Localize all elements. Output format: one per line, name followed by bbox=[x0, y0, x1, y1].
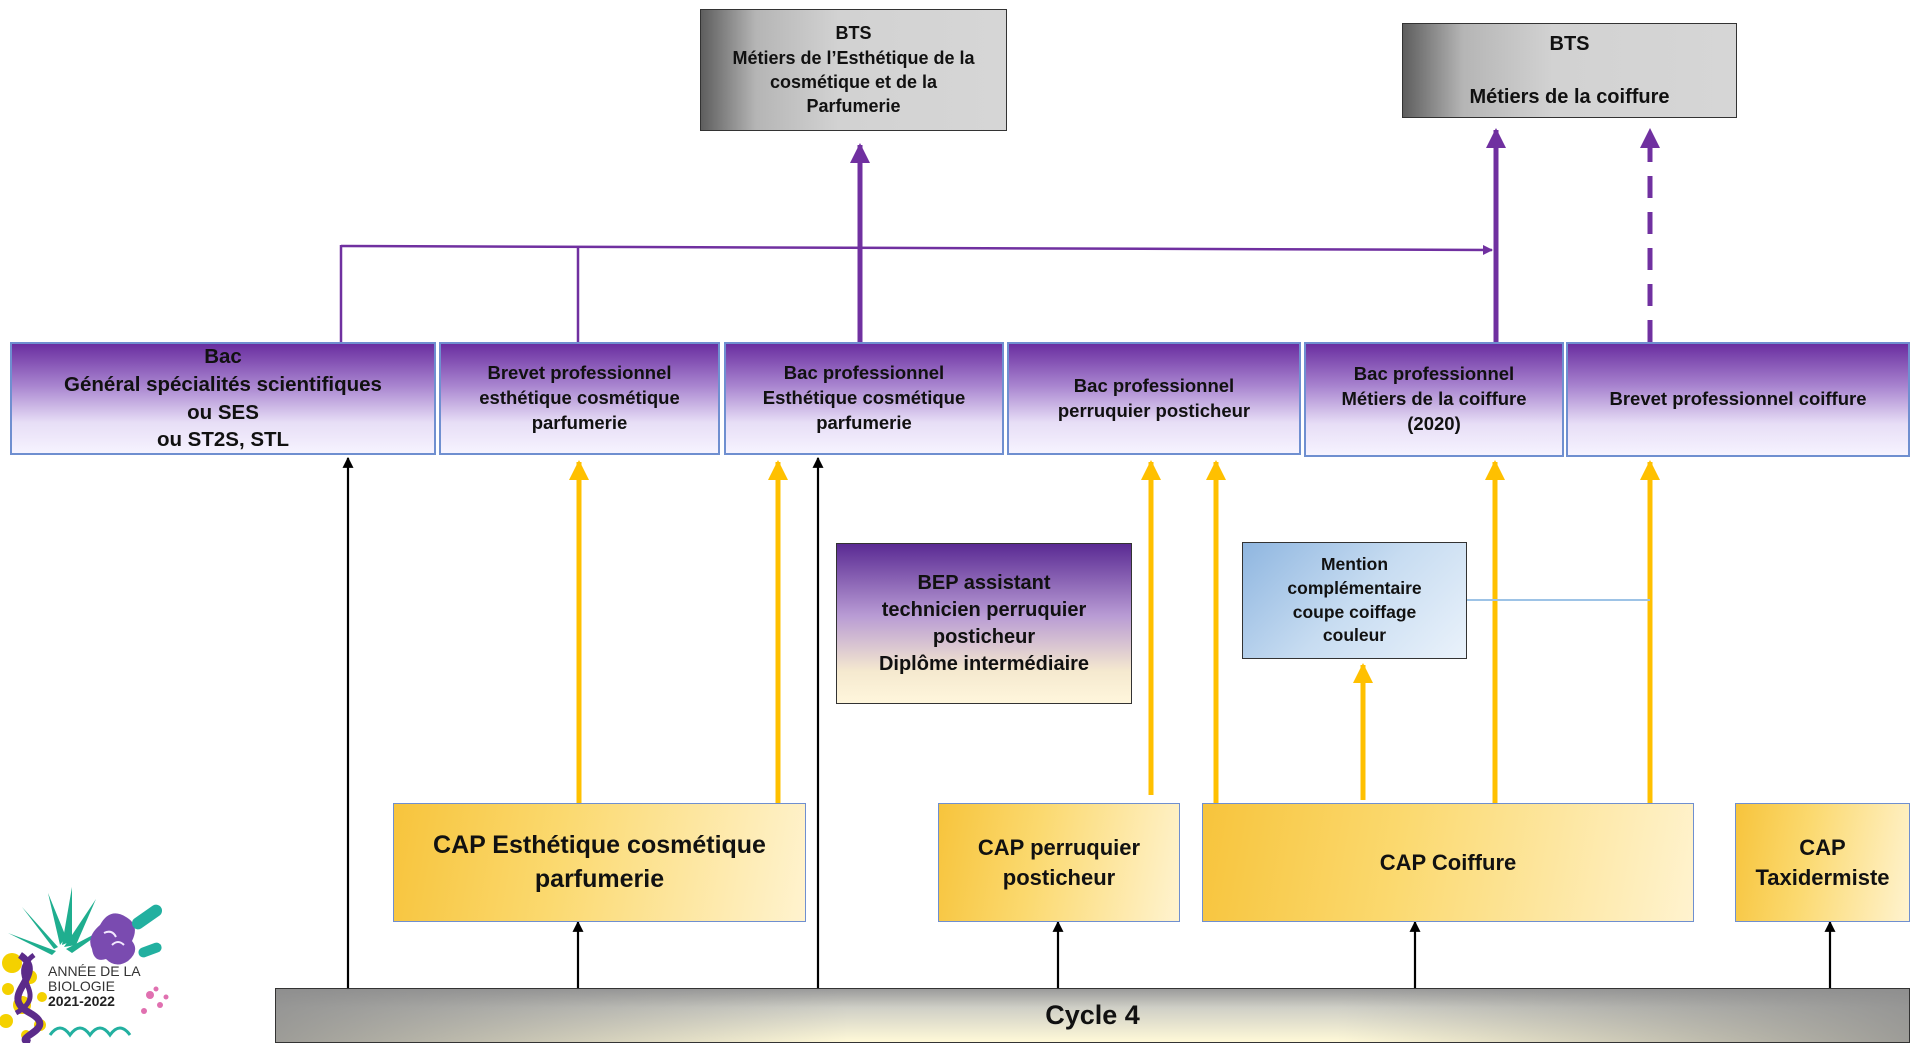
box-line: Brevet professionnel bbox=[487, 362, 672, 384]
cap-esthetique-box: CAP Esthétique cosmétique parfumerie bbox=[393, 803, 806, 922]
box-line: BEP assistant bbox=[917, 571, 1051, 594]
box-line: Bac bbox=[204, 345, 242, 369]
box-line: technicien perruquier bbox=[881, 598, 1087, 621]
box-line: ou SES bbox=[187, 400, 259, 424]
box-line: Taxidermiste bbox=[1755, 864, 1890, 890]
box-line: Parfumerie bbox=[806, 96, 901, 117]
bp-esthetique-box: Brevet professionnel esthétique cosmétiq… bbox=[439, 342, 720, 455]
box-line: BTS bbox=[1549, 32, 1590, 55]
box-line: CAP Coiffure bbox=[1379, 849, 1517, 875]
box-line: parfumerie bbox=[534, 864, 665, 893]
box-line: complémentaire bbox=[1287, 577, 1422, 598]
box-line: Bac professionnel bbox=[783, 362, 945, 384]
bacpro-perruquier-box: Bac professionnel perruquier posticheur bbox=[1007, 342, 1301, 455]
box-line: Général spécialités scientifiques bbox=[64, 372, 382, 396]
purple-arrow-to-bts-coiffure-horizontal bbox=[340, 244, 1493, 255]
cycle-shading bbox=[276, 989, 1909, 1042]
bacpro-coiffure-box: Bac professionnel Métiers de la coiffure… bbox=[1304, 342, 1564, 457]
cap-taxidermiste-box: CAP Taxidermiste bbox=[1735, 803, 1910, 922]
cycle-4-box: Cycle 4 bbox=[275, 988, 1910, 1043]
logo-line-1: ANNÉE DE LA bbox=[48, 963, 141, 979]
box-line: Métiers de la coiffure bbox=[1341, 388, 1527, 410]
cap-coiffure-box: CAP Coiffure bbox=[1202, 803, 1694, 922]
mention-complementaire-box: Mention complémentaire coupe coiffage co… bbox=[1242, 542, 1467, 659]
box-line: Métiers de la coiffure bbox=[1469, 85, 1670, 108]
bac-general-box: Bac Général spécialités scientifiques ou… bbox=[10, 342, 436, 455]
cycle-label: Cycle 4 bbox=[1045, 1000, 1140, 1031]
box-line: Brevet professionnel coiffure bbox=[1609, 388, 1867, 410]
box-line: Diplôme intermédiaire bbox=[878, 652, 1090, 675]
box-line: Métiers de l’Esthétique de la bbox=[732, 47, 975, 68]
box-line: (2020) bbox=[1407, 412, 1461, 434]
box-line: ou ST2S, STL bbox=[156, 428, 290, 452]
logo-text: ANNÉE DE LA BIOLOGIE 2021-2022 bbox=[48, 964, 158, 1009]
box-line: parfumerie bbox=[816, 411, 912, 433]
box-line: perruquier posticheur bbox=[1057, 399, 1251, 421]
box-line: posticheur bbox=[932, 625, 1036, 648]
box-line: Bac professionnel bbox=[1353, 363, 1515, 385]
box-line: coupe coiffage bbox=[1292, 601, 1417, 622]
bts-esthetique-box: BTS Métiers de l’Esthétique de la cosmét… bbox=[700, 9, 1007, 131]
box-line: cosmétique et de la bbox=[769, 72, 938, 92]
box-line: BTS bbox=[835, 23, 872, 44]
logo-line-3: 2021-2022 bbox=[48, 993, 115, 1009]
bacpro-esthetique-box: Bac professionnel Esthétique cosmétique … bbox=[724, 342, 1004, 455]
box-line: Bac professionnel bbox=[1073, 374, 1235, 396]
cap-perruquier-box: CAP perruquier posticheur bbox=[938, 803, 1180, 922]
box-line: parfumerie bbox=[531, 411, 628, 433]
bep-box: BEP assistant technicien perruquier post… bbox=[836, 543, 1132, 704]
bts-coiffure-box: BTS Métiers de la coiffure bbox=[1402, 23, 1737, 118]
box-line: CAP Esthétique cosmétique bbox=[433, 830, 766, 859]
box-line: CAP bbox=[1799, 834, 1846, 860]
box-line: esthétique cosmétique bbox=[479, 387, 680, 409]
annee-biologie-logo bbox=[0, 887, 169, 1043]
box-line: Mention bbox=[1320, 554, 1389, 575]
box-line: CAP perruquier bbox=[977, 834, 1141, 860]
logo-line-2: BIOLOGIE bbox=[48, 978, 115, 994]
box-line: posticheur bbox=[1002, 864, 1116, 890]
bp-coiffure-box: Brevet professionnel coiffure bbox=[1566, 342, 1910, 457]
box-line: couleur bbox=[1322, 625, 1387, 646]
box-line: Esthétique cosmétique bbox=[762, 387, 966, 409]
